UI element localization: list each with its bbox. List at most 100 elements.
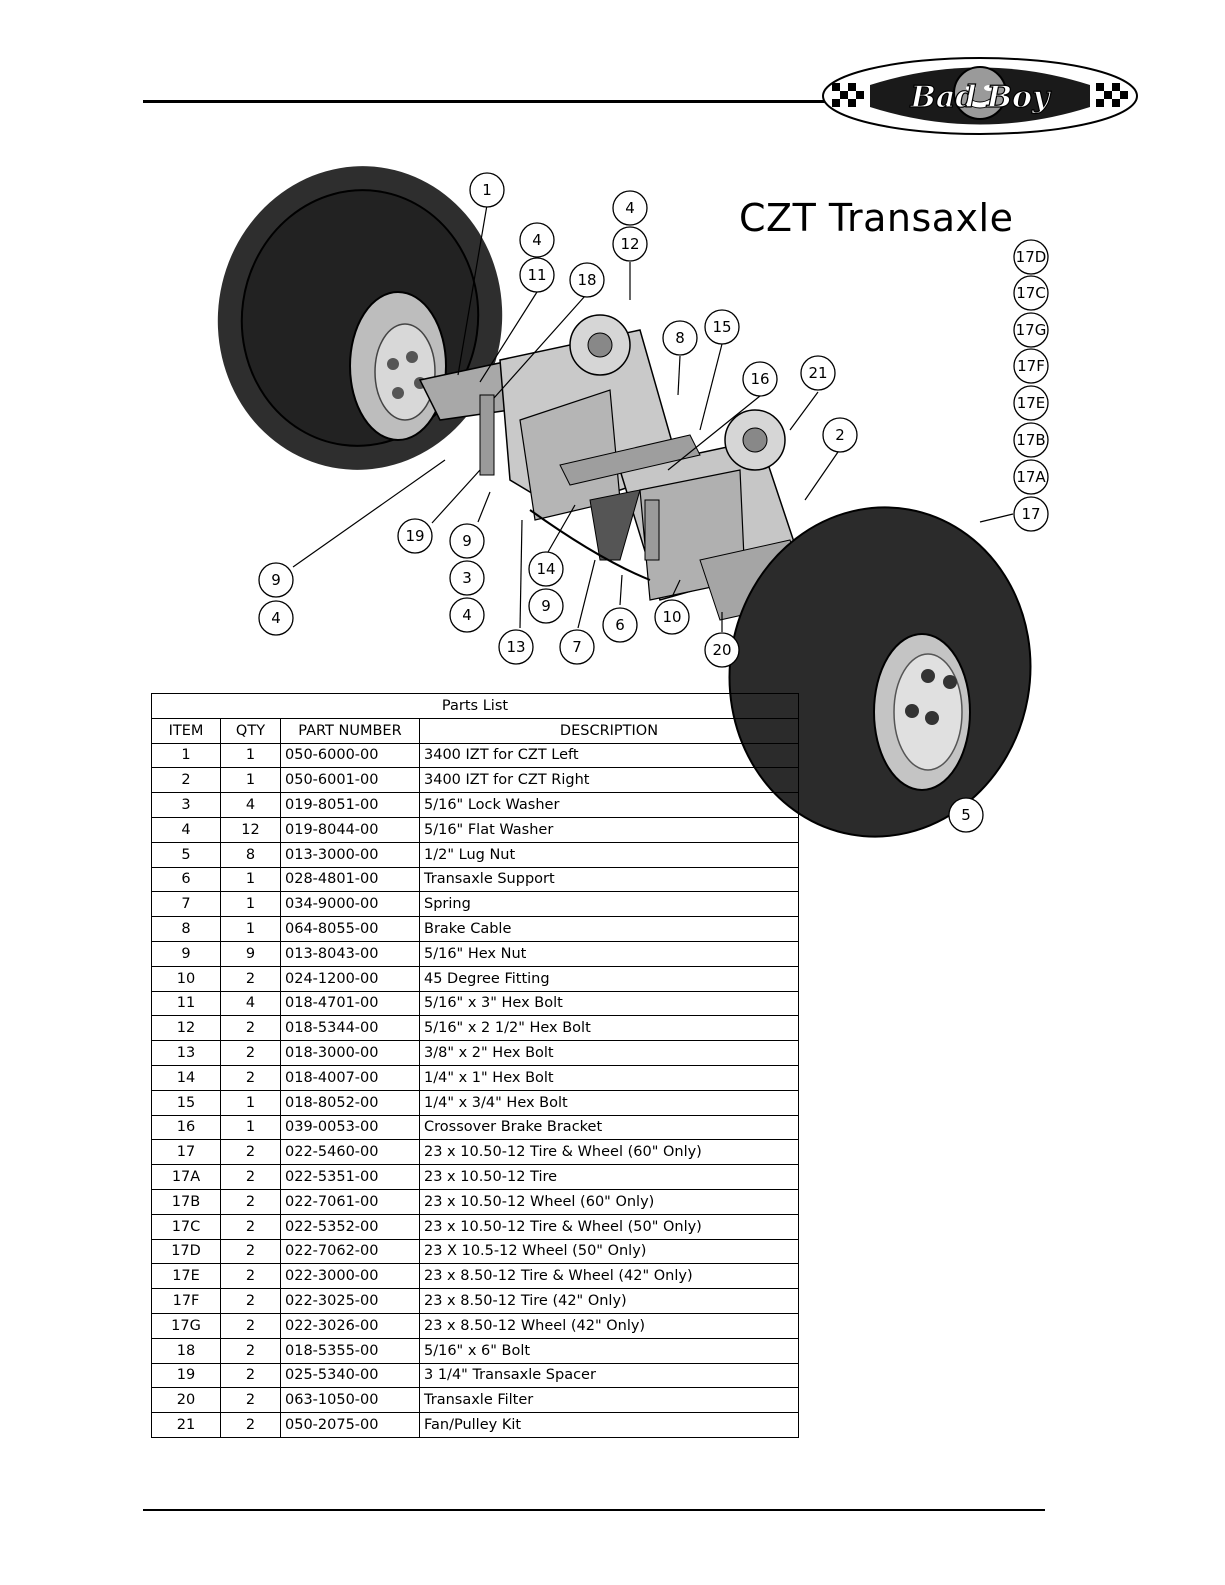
callout-circle (559, 629, 595, 665)
callout-circle (612, 226, 648, 262)
qty-cell: 4 (220, 792, 281, 818)
part-number-cell: 018-5355-00 (280, 1337, 420, 1364)
callout-13: 13 (498, 629, 534, 665)
qty-cell: 1 (220, 1114, 281, 1141)
item-cell: 6 (151, 866, 221, 893)
description-cell: Transaxle Support (419, 866, 799, 893)
callout-circle (612, 190, 648, 226)
part-number-cell: 018-3000-00 (280, 1040, 420, 1066)
description-cell: 5/16" x 3" Hex Bolt (419, 990, 799, 1017)
callout-label: 4 (462, 606, 472, 624)
callout-9: 9 (528, 588, 564, 624)
part-number-cell: 022-3025-00 (280, 1288, 420, 1314)
qty-cell: 2 (220, 965, 281, 992)
item-cell: 17D (151, 1238, 221, 1265)
item-cell: 21 (151, 1412, 221, 1438)
callout-2: 2 (822, 417, 858, 453)
description-cell: 23 x 10.50-12 Tire & Wheel (60" Only) (419, 1139, 799, 1166)
parts-list-caption: Parts List (151, 693, 799, 719)
callout-label: 17D (1016, 248, 1047, 266)
callout-15: 15 (704, 309, 740, 345)
callout-circle (1013, 385, 1049, 421)
qty-cell: 2 (220, 1064, 281, 1091)
item-cell: 17B (151, 1188, 221, 1215)
item-cell: 7 (151, 891, 221, 918)
description-cell: 23 x 10.50-12 Tire & Wheel (50" Only) (419, 1213, 799, 1240)
logo-text: Bad Boy (909, 80, 1052, 115)
callout-label: 16 (750, 370, 769, 388)
qty-cell: 9 (220, 940, 281, 967)
callout-19: 19 (397, 518, 433, 554)
qty-cell: 1 (220, 916, 281, 942)
callout-label: 17G (1016, 321, 1047, 339)
qty-cell: 2 (220, 1213, 281, 1240)
description-cell: 5/16" Lock Washer (419, 792, 799, 818)
callout-12: 12 (612, 226, 648, 262)
callout-label: 4 (625, 199, 635, 217)
item-cell: 8 (151, 916, 221, 942)
description-cell: 23 x 10.50-12 Tire (419, 1164, 799, 1190)
callout-label: 3 (462, 569, 472, 587)
part-number-cell: 034-9000-00 (280, 891, 420, 918)
callout-circle (1013, 459, 1049, 495)
description-cell: 1/2" Lug Nut (419, 841, 799, 868)
part-number-cell: 022-3026-00 (280, 1312, 420, 1339)
callout-4: 4 (449, 597, 485, 633)
callout-circle (258, 562, 294, 598)
callout-14: 14 (528, 551, 564, 587)
description-cell: 3/8" x 2" Hex Bolt (419, 1040, 799, 1066)
part-number-cell: 022-5352-00 (280, 1213, 420, 1240)
description-cell: 23 x 8.50-12 Wheel (42" Only) (419, 1312, 799, 1339)
callout-circle (704, 309, 740, 345)
part-number-cell: 063-1050-00 (280, 1387, 420, 1414)
qty-cell: 8 (220, 841, 281, 868)
callout-label: 18 (577, 271, 596, 289)
part-number-cell: 018-4701-00 (280, 990, 420, 1017)
description-cell: 5/16" Hex Nut (419, 940, 799, 967)
callout-circle (1013, 348, 1049, 384)
description-cell: 45 Degree Fitting (419, 965, 799, 992)
callout-circle (528, 588, 564, 624)
item-cell: 17 (151, 1139, 221, 1166)
qty-cell: 2 (220, 1040, 281, 1066)
item-cell: 12 (151, 1015, 221, 1042)
callout-label: 4 (271, 609, 281, 627)
description-cell: 1/4" x 3/4" Hex Bolt (419, 1089, 799, 1116)
callout-circle (449, 560, 485, 596)
column-header-item: ITEM (151, 717, 221, 744)
part-number-cell: 022-3000-00 (280, 1263, 420, 1290)
item-cell: 3 (151, 792, 221, 818)
part-number-cell: 064-8055-00 (280, 916, 420, 942)
qty-cell: 1 (220, 742, 281, 769)
callout-circle (662, 320, 698, 356)
qty-cell: 1 (220, 891, 281, 918)
qty-cell: 2 (220, 1188, 281, 1215)
callout-circle (1013, 239, 1049, 275)
callout-label: 17F (1017, 357, 1045, 375)
callout-17f: 17F (1013, 348, 1049, 384)
callout-label: 17E (1017, 394, 1046, 412)
callout-4: 4 (519, 222, 555, 258)
item-cell: 17F (151, 1288, 221, 1314)
callout-circle (258, 600, 294, 636)
callout-label: 5 (961, 806, 971, 824)
item-cell: 20 (151, 1387, 221, 1414)
qty-cell: 2 (220, 1139, 281, 1166)
callout-11: 11 (519, 257, 555, 293)
item-cell: 16 (151, 1114, 221, 1141)
callout-label: 21 (808, 364, 827, 382)
column-header-qty: QTY (220, 717, 281, 744)
item-cell: 18 (151, 1337, 221, 1364)
item-cell: 11 (151, 990, 221, 1017)
